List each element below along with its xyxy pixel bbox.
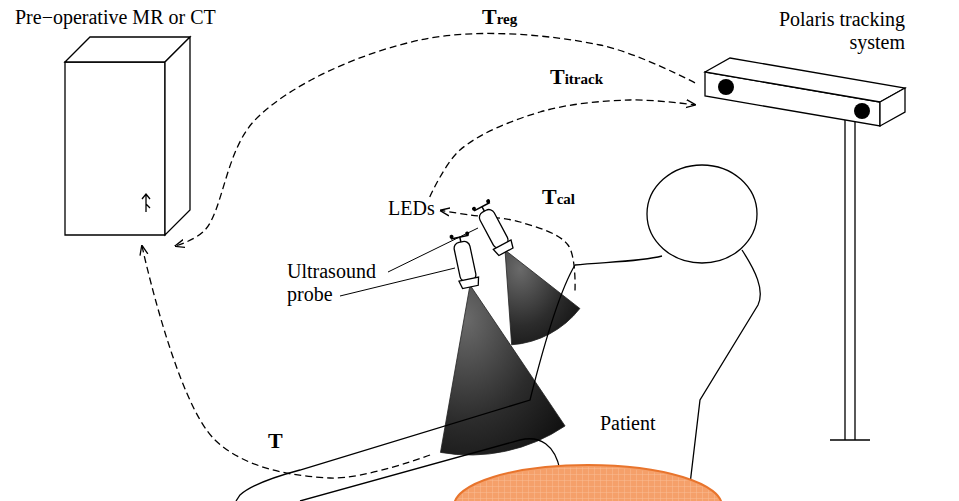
camera-lens (718, 79, 734, 95)
illustration (230, 160, 790, 501)
cube-side (165, 37, 190, 235)
camera-lens (854, 103, 870, 119)
node-label: Polaris tracking system (755, 8, 905, 54)
camera-top (705, 58, 905, 102)
label-holder: T (266, 428, 285, 454)
led-dot (485, 199, 490, 204)
tracking-camera: Polaris tracking system (695, 8, 920, 448)
highlight-ellipse (454, 465, 722, 501)
slice-cursor (142, 194, 150, 212)
illustration (285, 220, 575, 455)
transform-arrow (430, 100, 695, 197)
probe-body (471, 199, 514, 257)
probe-handle (453, 240, 477, 282)
patient-body: Patient (230, 160, 790, 501)
label-holder: Titrack (548, 64, 605, 90)
label-holder: Treg (480, 4, 519, 30)
transform-arrow (176, 33, 695, 246)
illustration (12, 6, 212, 246)
probe-head (493, 240, 514, 256)
label-holder: Tcal (540, 184, 577, 210)
ultrasound-image (440, 285, 565, 455)
transform-label: Treg (480, 4, 519, 30)
led-dot (449, 234, 454, 239)
illustration (695, 8, 920, 448)
transform-label: T (266, 428, 285, 454)
led-bar (474, 203, 492, 216)
node-label: Ultrasound probe (287, 260, 387, 306)
stand-pole (845, 118, 855, 440)
cube-front (65, 62, 165, 235)
probe-head (459, 277, 480, 289)
led-marker: LEDs (386, 197, 441, 224)
patient-body-edge (688, 250, 760, 501)
camera-end (880, 88, 905, 126)
node-label: Patient (600, 412, 656, 435)
image-volume: Pre−operative MR or CT (12, 6, 222, 246)
illustration-group (236, 165, 760, 501)
node-label: LEDs (388, 197, 435, 220)
illustration-group (65, 37, 190, 235)
leader-line (388, 228, 478, 272)
led-dot (471, 206, 476, 211)
patient-head (647, 165, 757, 263)
transform-label: Titrack (548, 64, 605, 90)
ellipse-texture (456, 467, 720, 501)
illustration-group (705, 58, 905, 440)
ultrasound-probe: Ultrasound probe (285, 220, 575, 455)
ultrasound-image (505, 250, 580, 345)
transform-label: Tcal (540, 184, 577, 210)
stand-foot (830, 439, 870, 440)
node-label: Pre−operative MR or CT (15, 6, 216, 29)
illustration-group (340, 199, 580, 455)
